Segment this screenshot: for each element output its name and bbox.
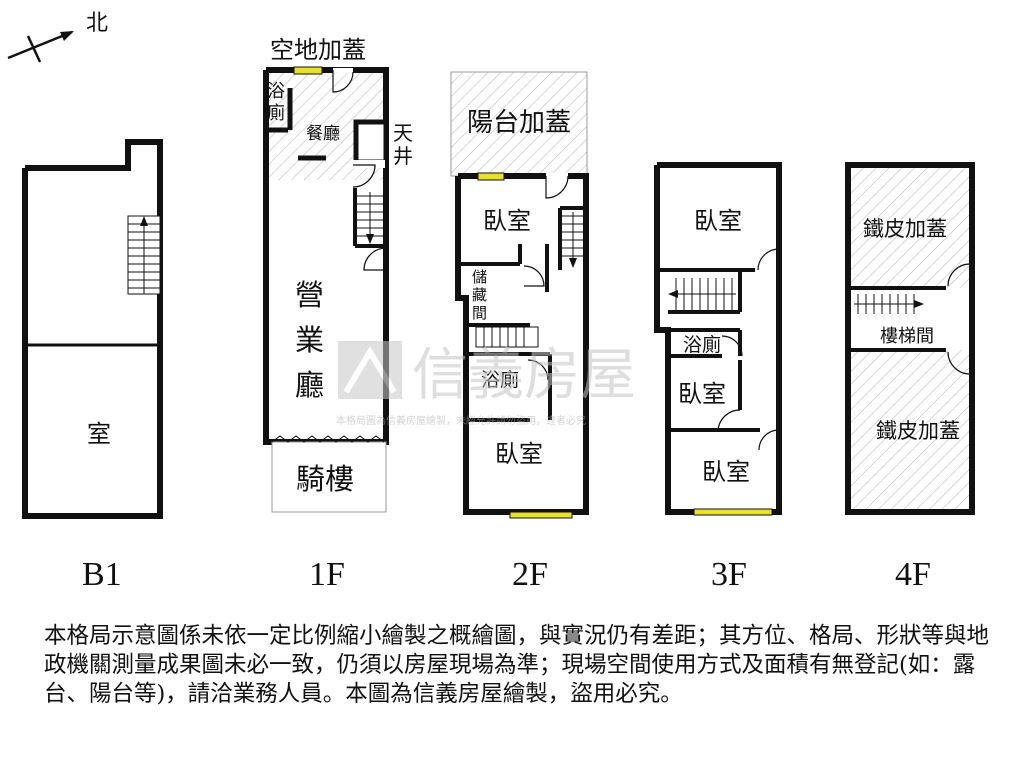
room-label-b1: 室 (87, 420, 111, 448)
arcade-area (271, 441, 387, 513)
room-label-1f-lightwell-2: 井 (393, 144, 413, 168)
door-icon (721, 335, 743, 357)
door-icon (352, 164, 376, 188)
door-icon (363, 247, 387, 271)
room-label-3f-bedroom-bottom: 臥室 (702, 458, 750, 486)
floor-3f: 臥室 浴廁 臥室 臥室 (654, 162, 782, 516)
room-label-1f-addon: 空地加蓋 (270, 36, 366, 64)
room-label-1f-bath-2: 廁 (267, 102, 285, 124)
door-icon (545, 175, 569, 199)
room-label-4f-addon-top: 鐵皮加蓋 (863, 217, 947, 241)
floor-label-2f: 2F (512, 556, 548, 593)
room-label-4f-addon-bottom: 鐵皮加蓋 (876, 419, 960, 443)
window-icon (477, 172, 505, 181)
room-label-1f-arcade: 騎樓 (296, 462, 354, 496)
room-label-3f-bathroom: 浴廁 (683, 333, 721, 356)
window-icon (693, 508, 773, 516)
staircase-icon (475, 326, 539, 348)
room-label-1f-business-3: 廳 (295, 368, 324, 402)
room-label-2f-bathroom: 浴廁 (481, 368, 519, 391)
room-label-3f-bedroom-mid: 臥室 (678, 380, 726, 408)
room-label-2f-bedroom-bottom: 臥室 (495, 440, 543, 468)
room-label-1f-business-1: 營 (295, 278, 324, 312)
staircase-icon (668, 278, 736, 310)
room-label-1f-business-2: 業 (295, 323, 324, 357)
floor-label-3f: 3F (711, 556, 747, 593)
room-label-2f-storage-1: 儲 (472, 268, 487, 286)
disclaimer-text: 本格局示意圖係未依一定比例縮小繪製之概繪圖，與實況仍有差距；其方位、格局、形狀等… (44, 623, 990, 707)
watermark-notice: 本格局圖為信義房屋繪製，未經允許請勿盜用，違者必究 (336, 414, 586, 427)
north-label: 北 (86, 11, 108, 36)
room-label-2f-bedroom-top: 臥室 (483, 207, 531, 235)
room-label-4f-stairwell: 樓梯間 (880, 326, 934, 347)
watermark: 信義房屋 本格局圖為信義房屋繪製，未經允許請勿盜用，違者必究 (336, 341, 636, 427)
floor-label-b1: B1 (82, 556, 122, 593)
door-icon (527, 359, 549, 381)
door-icon (717, 409, 741, 433)
window-icon (509, 511, 573, 519)
balcony-addon-area (450, 71, 588, 177)
staircase-icon (558, 206, 586, 270)
room-label-2f-storage-2: 藏 (472, 286, 487, 304)
door-icon (757, 248, 780, 271)
room-label-2f-storage-3: 間 (472, 304, 487, 322)
door-icon (523, 265, 545, 287)
door-icon (758, 429, 780, 451)
floor-2f: 陽台加蓋 臥室 儲 藏 間 浴廁 臥室 (450, 71, 589, 519)
floor-label-1f: 1F (309, 556, 345, 593)
staircase-icon (353, 188, 386, 248)
staircase-icon (854, 294, 924, 314)
floor-b1: 室 (22, 139, 163, 519)
north-arrow-icon (7, 30, 74, 63)
room-label-1f-dining: 餐廳 (306, 124, 340, 144)
floor-label-4f: 4F (895, 556, 931, 593)
staircase-icon (127, 215, 161, 295)
door-icon (947, 351, 971, 375)
watermark-brand: 信義房屋 (412, 343, 636, 408)
floor-4f: 鐵皮加蓋 樓梯間 鐵皮加蓋 (845, 162, 975, 515)
room-label-1f-bath-1: 浴 (267, 81, 285, 102)
room-label-1f-lightwell-1: 天 (393, 121, 413, 145)
door-icon (947, 263, 971, 287)
door-icon (332, 70, 354, 93)
floor-1f: 空地加蓋 浴 廁 餐廳 天 井 營 業 廳 騎樓 (263, 36, 413, 513)
window-icon (293, 66, 323, 75)
room-label-2f-balcony: 陽台加蓋 (467, 108, 571, 138)
room-label-3f-bedroom-top: 臥室 (694, 207, 742, 235)
